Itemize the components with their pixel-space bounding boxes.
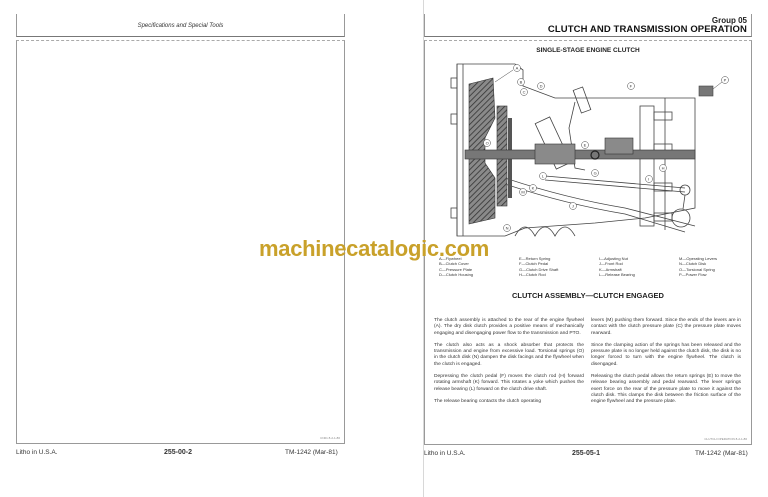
paragraph: The clutch also acts as a shock absorber… [434,342,584,367]
right-tiny-code: CLUTCH OPERATION 8-2-1-86 [704,437,747,441]
legend-item: I—Adjusting Nut [599,256,628,261]
paragraph: Depressing the clutch pedal (F) moves th… [434,374,584,392]
legend-column-4: M—Operating Levers N—Clutch Disk O—Torsi… [679,256,754,277]
svg-text:N: N [506,225,509,230]
legend-item: G—Clutch Drive Shaft [519,266,559,272]
legend-item: K—Armshaft [599,266,622,272]
body-text-left-column: The clutch assembly is attached to the r… [434,318,584,411]
paragraph: The release bearing contacts the clutch … [434,398,542,404]
right-footer-page-number: 255-05-1 [572,450,601,457]
paragraph: levers (M) pushing them forward. Since t… [591,318,741,336]
right-page-body: SINGLE-STAGE ENGINE CLUTCH [424,40,752,445]
legend-item: N—Clutch Disk [679,261,707,267]
svg-text:G: G [594,170,597,175]
svg-text:M: M [521,189,524,194]
body-text-right-column: levers (M) pushing them forward. Since t… [591,318,741,412]
page-gutter [423,0,424,497]
paragraph: Releasing the clutch pedal allows the re… [591,374,741,405]
svg-text:O: O [486,140,489,145]
svg-text:I: I [648,176,649,181]
svg-text:K: K [532,185,535,190]
right-footer-manual-id: TM-1242 (Mar-81) [695,450,748,457]
figure-title: SINGLE-STAGE ENGINE CLUTCH [536,47,640,54]
section-title: CLUTCH ASSEMBLY—CLUTCH ENGAGED [512,291,664,300]
legend-item: C—Pressure Plate [439,266,473,272]
watermark-text: machinecatalogic.com [259,236,489,261]
svg-text:P: P [724,77,727,82]
left-header: Specifications and Special Tools [16,14,345,37]
chapter-title: CLUTCH AND TRANSMISSION OPERATION [547,24,747,35]
left-page-body: CN01 8-2-1-86 [16,40,345,444]
legend-item: O—Torsional Spring [679,266,715,272]
svg-text:J: J [572,203,574,208]
svg-text:A: A [516,65,519,70]
legend-item: D—Clutch Housing [439,271,474,277]
paragraph: The clutch assembly is attached to the r… [434,318,584,336]
svg-text:H: H [662,165,665,170]
legend-item: A—Flywheel [439,256,462,261]
legend-column-1: A—Flywheel B—Clutch Cover C—Pressure Pla… [439,256,514,277]
legend-item: B—Clutch Cover [439,261,469,267]
left-tiny-code: CN01 8-2-1-86 [320,436,340,440]
legend-column-2: E—Return Spring F—Clutch Pedal G—Clutch … [519,256,594,277]
left-footer-litho: Litho in U.S.A. [16,449,58,456]
legend-item: H—Clutch Rod [519,271,546,277]
legend-item: E—Return Spring [519,256,551,261]
legend-item: F—Clutch Pedal [519,261,549,267]
right-footer-litho: Litho in U.S.A. [424,450,466,457]
paragraph: Since the clamping action of the springs… [591,342,741,367]
left-header-title: Specifications and Special Tools [137,23,224,29]
right-page: Group 05 CLUTCH AND TRANSMISSION OPERATI… [384,0,768,497]
left-footer-manual-id: TM-1242 (Mar-81) [285,449,338,456]
legend-column-3: I—Adjusting Nut J—Front Rod K—Armshaft L… [599,256,674,277]
svg-text:E: E [584,142,587,147]
legend-item: M—Operating Levers [679,256,718,261]
group-label: Group 05 [711,16,747,25]
svg-text:F: F [630,83,633,88]
svg-text:L: L [542,173,545,178]
legend-item: L—Release Bearing [599,271,635,277]
svg-text:B: B [520,79,523,84]
legend-item: P—Power Flow [679,271,707,277]
svg-text:D: D [540,83,543,88]
left-page: Specifications and Special Tools CN01 8-… [16,14,345,456]
clutch-diagram: A B C D E F G H I J K L M N O P [450,63,729,237]
left-footer-page-number: 255-00-2 [164,449,193,456]
svg-text:C: C [523,89,526,94]
right-header: Group 05 CLUTCH AND TRANSMISSION OPERATI… [424,14,752,37]
legend-item: J—Front Rod [599,261,623,267]
